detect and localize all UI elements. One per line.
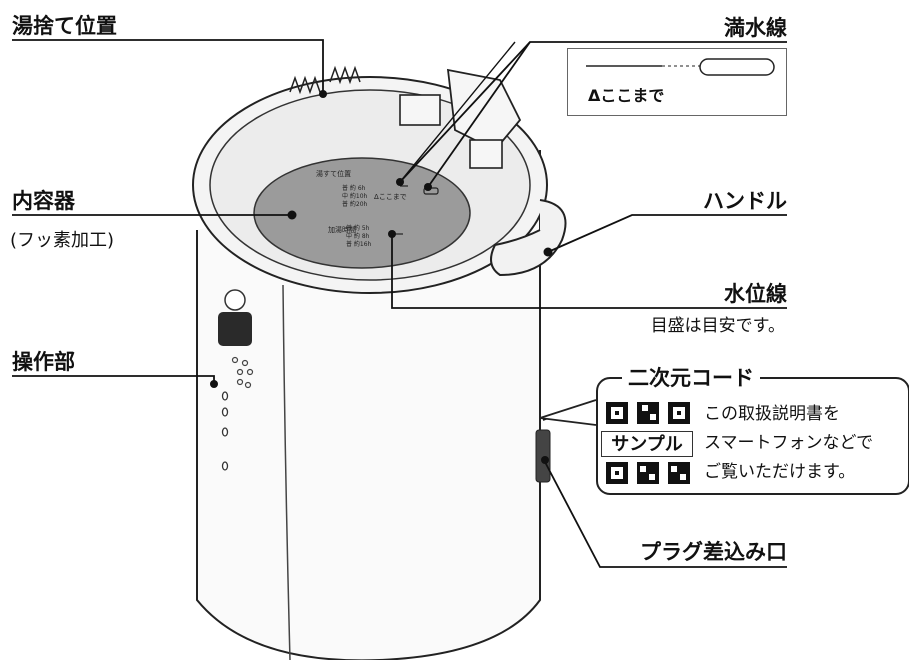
label-water-level-line: 水位線 <box>724 282 787 306</box>
inset-text: Δここまで <box>588 86 665 105</box>
scale-top-2: 普 約20h <box>342 200 368 208</box>
qr-code-icon <box>606 402 690 484</box>
leader-dots <box>210 90 553 464</box>
qr-text-line-3: ご覧いただけます。 <box>704 462 856 482</box>
scale-low-1: 中 約 8h <box>346 232 370 240</box>
qr-callout-pointer <box>539 399 597 426</box>
label-plug-socket: プラグ差込み口 <box>640 540 787 564</box>
scale-marks: 湯すて位置 普 約 6h 中 約10h 普 約20h Δここまで 加湯時間 普 … <box>316 169 407 248</box>
scale-top-1: 中 約10h <box>342 192 368 200</box>
full-line-inset: Δここまで <box>567 48 787 116</box>
plug-socket <box>535 429 551 483</box>
label-handle: ハンドル <box>703 189 787 213</box>
pour-mark-text: 湯すて位置 <box>316 169 351 178</box>
inner-container-floor <box>253 157 471 269</box>
qr-sample-badge: サンプル <box>601 431 693 457</box>
rim-block <box>469 139 503 169</box>
qr-text-line-2: スマートフォンなどで <box>704 433 874 453</box>
pot-body-shade <box>282 284 291 660</box>
label-qr-code: 二次元コード <box>622 366 760 390</box>
scale-lower-title: 加湯時間 <box>328 225 356 234</box>
pour-vents <box>289 65 361 95</box>
control-display <box>218 312 252 346</box>
control-buttons <box>231 356 254 389</box>
label-pour-position: 湯捨て位置 <box>12 14 117 38</box>
inset-graphic <box>586 58 775 76</box>
scale-low-0: 普 約 5h <box>346 224 370 232</box>
lid-hinge <box>446 68 522 152</box>
qr-text-line-1: この取扱説明書を <box>704 404 840 424</box>
control-indicators <box>221 391 229 471</box>
label-control-panel: 操作部 <box>12 350 75 374</box>
lid-latch <box>399 94 441 126</box>
scale-full-mark: Δここまで <box>374 193 407 201</box>
label-inner-container: 内容器 <box>12 189 75 213</box>
label-full-water-line: 満水線 <box>724 16 787 40</box>
label-inner-container-sub: (フッ素加工) <box>10 230 115 251</box>
scale-top-0: 普 約 6h <box>342 184 366 192</box>
label-water-level-note: 目盛は目安です。 <box>650 316 785 336</box>
scale-low-2: 普 約16h <box>346 240 372 248</box>
control-dial <box>224 289 246 311</box>
